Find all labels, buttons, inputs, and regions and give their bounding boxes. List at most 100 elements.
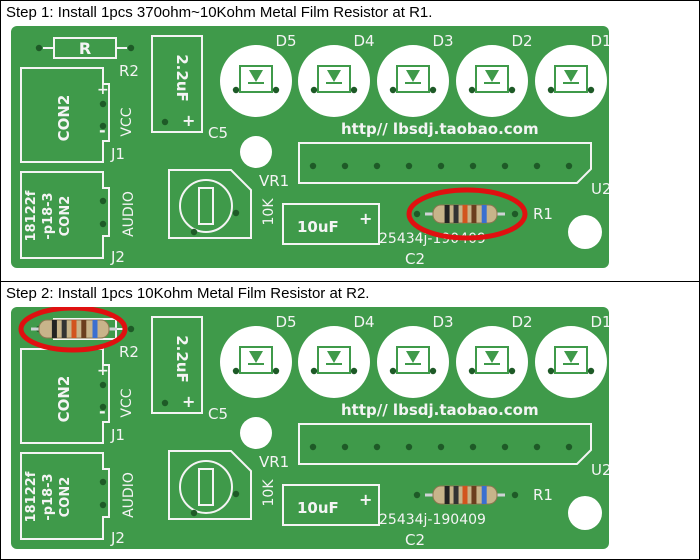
solder-pad xyxy=(587,367,595,375)
solder-pad xyxy=(310,367,318,375)
led-outline xyxy=(317,65,351,93)
step-2-panel: Step 2: Install 1pcs 10Kohm Metal Film R… xyxy=(1,282,699,559)
solder-pad xyxy=(468,86,476,94)
resistor-band xyxy=(81,320,87,338)
j2-part-line: -p18-3 xyxy=(41,473,56,520)
solder-pad xyxy=(547,367,555,375)
resistor-band xyxy=(481,205,487,223)
j1-outline xyxy=(20,348,110,444)
solder-pad xyxy=(99,501,107,509)
solder-pad xyxy=(587,86,595,94)
resistor-band xyxy=(471,486,477,504)
j2-part-line: 18122f xyxy=(24,190,39,241)
c2-outline xyxy=(282,203,380,245)
led-triangle xyxy=(564,70,578,82)
u2-outline xyxy=(298,423,592,465)
j1-minus: - xyxy=(99,402,106,421)
led-label: D5 xyxy=(275,32,296,50)
j1-plus: + xyxy=(97,82,109,98)
led-outline xyxy=(239,346,273,374)
mounting-hole xyxy=(568,215,602,249)
solder-pad xyxy=(413,210,421,218)
resistor-band xyxy=(71,320,77,338)
audio-label: AUDIO xyxy=(121,191,137,237)
solder-pad xyxy=(99,100,107,108)
j1-minus: - xyxy=(99,121,106,140)
led-label: D1 xyxy=(590,313,609,331)
solder-pad xyxy=(501,162,509,170)
resistor-band xyxy=(471,205,477,223)
solder-pad xyxy=(511,210,519,218)
c2-outline xyxy=(282,484,380,526)
led-outline xyxy=(475,65,509,93)
mounting-hole xyxy=(240,417,272,449)
r1-resistor xyxy=(425,485,505,505)
led-triangle xyxy=(406,70,420,82)
vcc-label: VCC xyxy=(119,388,135,417)
led-outline xyxy=(396,65,430,93)
r1-resistor xyxy=(425,204,505,224)
solder-pad xyxy=(309,162,317,170)
serial-text: 25434j-190409 xyxy=(379,512,486,528)
j1-label: J1 xyxy=(110,426,125,444)
solder-pad xyxy=(429,86,437,94)
step-2-caption: Step 2: Install 1pcs 10Kohm Metal Film R… xyxy=(6,285,370,302)
led-label: D5 xyxy=(275,313,296,331)
solder-pad xyxy=(341,162,349,170)
r2-highlight-ring xyxy=(18,307,128,353)
solder-pad xyxy=(405,443,413,451)
led-triangle xyxy=(406,351,420,363)
cap-22-plus: + xyxy=(182,111,195,130)
u2-label: U2 xyxy=(591,461,609,479)
r1-label: R1 xyxy=(533,486,553,504)
solder-pad xyxy=(373,162,381,170)
solder-pad xyxy=(533,443,541,451)
j2-part-line: CON2 xyxy=(58,196,73,237)
resistor-band xyxy=(453,205,459,223)
solder-pad xyxy=(190,509,198,517)
solder-pad xyxy=(501,443,509,451)
c5-outline xyxy=(151,35,203,133)
solder-pad xyxy=(468,367,476,375)
c2-label: C2 xyxy=(405,531,425,549)
resistor-band xyxy=(444,205,450,223)
j2-part-line: CON2 xyxy=(58,477,73,518)
mounting-hole xyxy=(240,136,272,168)
solder-pad xyxy=(350,367,358,375)
led-label: D1 xyxy=(590,32,609,50)
solder-pad xyxy=(341,443,349,451)
vr1-label: VR1 xyxy=(259,453,289,471)
j2-label: J2 xyxy=(110,529,125,547)
vr1-knob xyxy=(179,179,233,233)
solder-pad xyxy=(413,491,421,499)
solder-pad xyxy=(310,86,318,94)
solder-pad xyxy=(309,443,317,451)
solder-pad xyxy=(161,399,169,407)
led-label: D3 xyxy=(432,32,453,50)
solder-pad xyxy=(389,367,397,375)
solder-pad xyxy=(405,162,413,170)
solder-pad xyxy=(469,162,477,170)
step-1-caption: Step 1: Install 1pcs 370ohm~10Kohm Metal… xyxy=(6,4,433,21)
url-text: http// lbsdj.taobao.com xyxy=(341,401,539,419)
led-triangle xyxy=(249,351,263,363)
led-triangle xyxy=(564,351,578,363)
resistor-band xyxy=(462,486,468,504)
led-outline xyxy=(554,65,588,93)
solder-pad xyxy=(190,228,198,236)
vr1-outline xyxy=(168,450,252,520)
led-triangle xyxy=(485,351,499,363)
led-outline xyxy=(317,346,351,374)
tenk-label: 10K xyxy=(261,198,277,226)
solder-pad xyxy=(547,86,555,94)
resistor-band xyxy=(453,486,459,504)
c5-label: C5 xyxy=(208,124,228,142)
led-triangle xyxy=(249,70,263,82)
r2-symbol: R xyxy=(79,39,91,58)
resistor-band xyxy=(51,320,57,338)
solder-pad xyxy=(99,197,107,205)
cap-10-label: 10uF xyxy=(297,499,339,517)
cap-22-label: 2.2uF xyxy=(173,54,191,102)
vr1-slot xyxy=(198,187,214,225)
r1-label: R1 xyxy=(533,205,553,223)
